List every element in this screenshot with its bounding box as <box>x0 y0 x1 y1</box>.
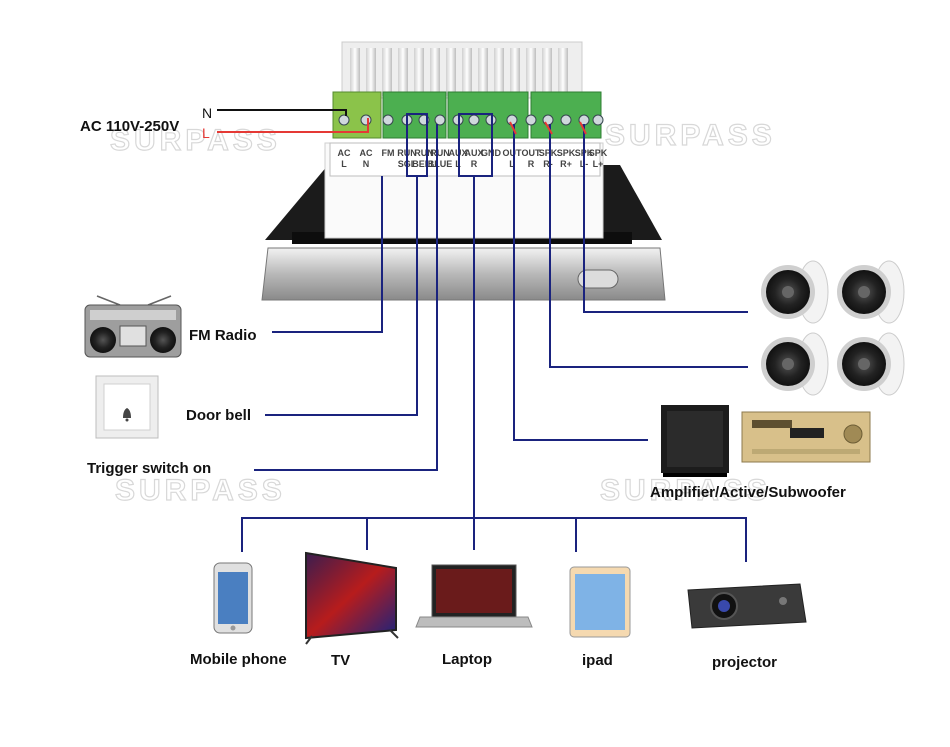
connection-wires <box>241 121 748 562</box>
amplifier-label: Amplifier/Active/Subwoofer <box>650 484 846 501</box>
terminal-screw <box>360 114 372 126</box>
wire-source-bus <box>241 517 747 562</box>
neutral-label: N <box>202 105 212 121</box>
door-bell-label: Door bell <box>186 407 251 424</box>
tv-icon <box>305 551 399 645</box>
terminal-screw <box>525 114 537 126</box>
fm-radio-label: FM Radio <box>189 327 257 344</box>
tv-label: TV <box>331 652 350 669</box>
unit-bezel <box>261 247 666 301</box>
terminal-block-power <box>332 91 382 139</box>
mobile-phone-label: Mobile phone <box>190 651 287 668</box>
wire-fm <box>272 176 383 333</box>
wire-subwoofer <box>513 124 648 441</box>
subwoofer-icon <box>661 405 729 477</box>
speaker-icon <box>761 332 829 396</box>
terminal-screw <box>506 114 518 126</box>
neutral-wire <box>217 109 347 116</box>
wire-doorbell <box>265 176 418 416</box>
live-wire <box>217 118 369 133</box>
projector-icon <box>687 583 807 629</box>
wire-speaker-r <box>549 124 748 368</box>
laptop-icon <box>415 564 533 628</box>
amplifier-icon <box>741 411 871 463</box>
terminal-screw <box>592 114 604 126</box>
speaker-icon <box>837 260 905 324</box>
unit-button <box>577 269 619 289</box>
red-jumper <box>509 121 517 135</box>
watermark-text: SURPASS <box>600 474 771 507</box>
terminal-label-panel <box>329 142 601 177</box>
watermark-text: SURPASS <box>115 474 286 507</box>
power-wires: AC 110V-250V N L <box>80 105 369 141</box>
projector-label: projector <box>712 654 777 671</box>
trigger-switch-label: Trigger switch on <box>87 460 211 477</box>
radio-icon <box>84 295 182 358</box>
terminal-screw <box>542 114 554 126</box>
wire-speaker-l <box>583 124 748 313</box>
ipad-label: ipad <box>582 652 613 669</box>
bridge-aux <box>458 113 493 177</box>
terminal-label: FM <box>382 148 395 158</box>
watermark-group: SURPASS SURPASS SURPASS SURPASS <box>109 118 776 507</box>
power-label: AC 110V-250V <box>80 118 179 135</box>
speaker-icon <box>761 260 829 324</box>
terminal-screw <box>468 114 480 126</box>
watermark-text: SURPASS <box>110 124 281 157</box>
terminal-screw <box>338 114 350 126</box>
watermark-text: SURPASS <box>605 119 776 152</box>
heat-sink-fins <box>350 48 568 96</box>
speaker-icon <box>837 332 905 396</box>
laptop-label: Laptop <box>442 651 492 668</box>
phone-icon <box>213 562 253 634</box>
red-jumper <box>579 121 587 135</box>
terminal-screw <box>382 114 394 126</box>
live-label: L <box>202 125 210 141</box>
terminal-screw <box>560 114 572 126</box>
tablet-icon <box>569 566 631 638</box>
red-jumper <box>544 121 553 135</box>
wire-trigger <box>254 124 438 471</box>
doorbell-icon <box>95 375 159 439</box>
terminal-screw <box>434 114 446 126</box>
